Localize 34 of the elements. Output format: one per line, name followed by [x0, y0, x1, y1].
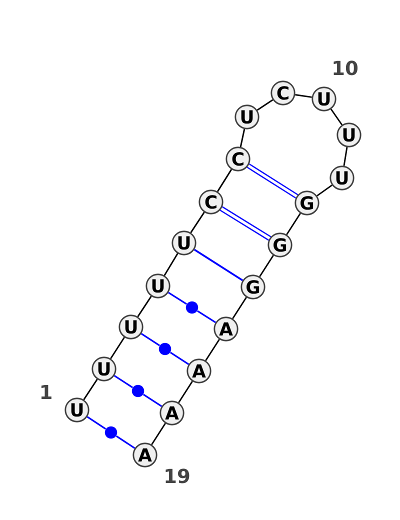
pair-line — [142, 394, 162, 407]
pair-line — [194, 248, 244, 282]
backbone-line — [178, 380, 193, 404]
backbone-line — [83, 378, 98, 400]
pair-line — [168, 292, 188, 305]
pair-line — [140, 333, 160, 346]
backbone-line — [232, 296, 247, 320]
pair-line — [114, 375, 134, 388]
backbone-line — [216, 169, 232, 192]
pair-line — [116, 435, 136, 449]
backbone-line — [343, 147, 348, 166]
backbone-line — [259, 254, 274, 278]
backbone-line — [240, 128, 246, 148]
backbone-line — [110, 336, 125, 360]
backbone-line — [151, 422, 166, 446]
dot — [158, 342, 172, 356]
backbone-line — [205, 338, 220, 362]
backbone-line — [316, 184, 332, 196]
pair-line — [170, 352, 190, 365]
position-number: 19 — [166, 468, 190, 484]
backbone-line — [137, 296, 152, 318]
dot — [132, 384, 144, 398]
backbone-line — [330, 108, 343, 126]
dot — [186, 301, 198, 314]
backbone-line — [256, 99, 274, 111]
pair-line — [86, 416, 106, 430]
backbone-line — [295, 94, 312, 98]
dot — [104, 426, 118, 439]
position-number: 10 — [334, 60, 358, 76]
pair-line — [196, 310, 216, 324]
backbone-line — [286, 212, 301, 236]
backbone-line — [164, 253, 178, 276]
position-number: 1 — [41, 384, 52, 400]
backbone-line — [190, 212, 205, 234]
